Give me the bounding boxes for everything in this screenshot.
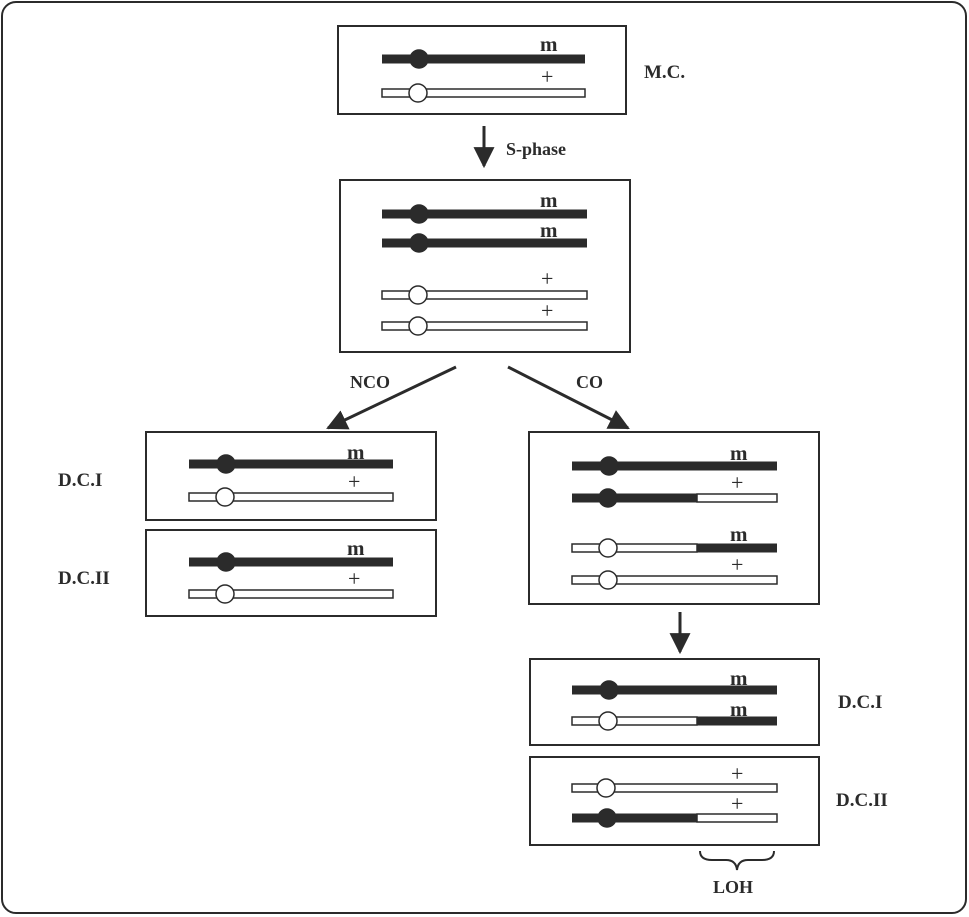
- centromere-open: [598, 538, 618, 558]
- allele-label-mutant: m: [347, 440, 365, 464]
- centromere-open: [598, 570, 618, 590]
- centromere-filled: [409, 49, 429, 69]
- chromosome: +: [381, 298, 588, 336]
- allele-label-wildtype: +: [731, 552, 743, 577]
- label-co: CO: [576, 372, 603, 392]
- chromosome: m: [382, 218, 587, 253]
- chromatid-arm: [572, 461, 777, 471]
- chromatid-arm: [381, 88, 586, 98]
- label-nco: NCO: [350, 372, 390, 392]
- allele-label-wildtype: +: [541, 64, 553, 89]
- label-dc2-right: D.C.II: [836, 790, 888, 811]
- box-nco-dc2: [145, 529, 437, 617]
- chromosome: +: [571, 761, 778, 798]
- centromere-filled: [216, 552, 236, 572]
- centromere-filled: [409, 204, 429, 224]
- centromere-filled: [599, 456, 619, 476]
- chromatid-segment-right: [697, 716, 777, 726]
- allele-label-mutant: m: [730, 522, 748, 546]
- centromere-open: [596, 778, 616, 798]
- chromatid-arm: [382, 54, 585, 64]
- centromere-open: [598, 711, 618, 731]
- chromosome: m: [571, 697, 777, 731]
- box-s-phase: [339, 179, 631, 353]
- allele-label-wildtype: +: [348, 469, 360, 494]
- chromosome: m: [382, 188, 587, 224]
- centromere-filled: [409, 233, 429, 253]
- chromatid-arm: [188, 492, 394, 502]
- allele-label-mutant: m: [540, 188, 558, 212]
- box-co: [528, 431, 820, 605]
- chromosome: m: [571, 522, 777, 558]
- label-dc2-left: D.C.II: [58, 568, 110, 589]
- box-co-dc2: [529, 756, 820, 846]
- chromatid-arm: [189, 557, 393, 567]
- centromere-open: [408, 83, 428, 103]
- chromatid-arm: [189, 459, 393, 469]
- allele-label-wildtype: +: [731, 761, 743, 786]
- chromatid-segment-right: [696, 813, 778, 823]
- chromatid-arm: [571, 783, 778, 793]
- chromosome: +: [572, 791, 778, 828]
- centromere-filled: [599, 680, 619, 700]
- chromatid-arm: [188, 589, 394, 599]
- loh-brace: [699, 850, 775, 871]
- chromatid-segment-left: [571, 716, 698, 726]
- chromatid-arm: [572, 685, 777, 695]
- chromatid-segment-left: [572, 813, 697, 823]
- chromatid-segment-right: [697, 543, 777, 553]
- centromere-open: [408, 285, 428, 305]
- label-mother-cell: M.C.: [644, 62, 685, 83]
- chromatid-segment-right: [696, 493, 778, 503]
- allele-label-mutant: m: [730, 441, 748, 465]
- chromosome: +: [188, 469, 394, 507]
- label-loh: LOH: [713, 877, 753, 897]
- chromatid-arm: [381, 290, 588, 300]
- chromatid-segment-left: [571, 543, 698, 553]
- centromere-filled: [597, 808, 617, 828]
- chromosome: +: [381, 64, 586, 103]
- nco-arrow: [326, 365, 457, 430]
- allele-label-mutant: m: [730, 666, 748, 690]
- allele-label-wildtype: +: [731, 470, 743, 495]
- centromere-filled: [216, 454, 236, 474]
- centromere-open: [215, 584, 235, 604]
- chromosome: m: [189, 440, 393, 474]
- label-dc1-right: D.C.I: [838, 692, 882, 713]
- box-mother-cell: [337, 25, 627, 115]
- allele-label-mutant: m: [540, 218, 558, 242]
- centromere-open: [215, 487, 235, 507]
- centromere-open: [408, 316, 428, 336]
- allele-label-wildtype: +: [731, 791, 743, 816]
- chromosome: +: [572, 470, 778, 508]
- box-co-dc1: [529, 658, 820, 746]
- allele-label-wildtype: +: [541, 298, 553, 323]
- chromosome: m: [189, 536, 393, 572]
- allele-label-mutant: m: [730, 697, 748, 721]
- chromosome: +: [571, 552, 778, 590]
- label-s-phase: S-phase: [506, 139, 566, 159]
- allele-label-wildtype: +: [541, 266, 553, 291]
- chromatid-arm: [382, 209, 587, 219]
- chromosome: +: [188, 566, 394, 604]
- chromosome: +: [381, 266, 588, 305]
- chromosome-layer: m+mm++m+m+m+m+mm++: [188, 32, 778, 828]
- centromere-filled: [598, 488, 618, 508]
- chromatid-arm: [571, 575, 778, 585]
- co-arrow: [507, 365, 630, 430]
- allele-label-mutant: m: [540, 32, 558, 56]
- chromosome: m: [572, 441, 777, 476]
- chromatid-arm: [382, 238, 587, 248]
- chromatid-arm: [381, 321, 588, 331]
- allele-label-mutant: m: [347, 536, 365, 560]
- allele-label-wildtype: +: [348, 566, 360, 591]
- box-nco-dc1: [145, 431, 437, 521]
- chromatid-segment-left: [572, 493, 697, 503]
- chromosome: m: [572, 666, 777, 700]
- chromosome: m: [382, 32, 585, 69]
- label-dc1-left: D.C.I: [58, 470, 102, 491]
